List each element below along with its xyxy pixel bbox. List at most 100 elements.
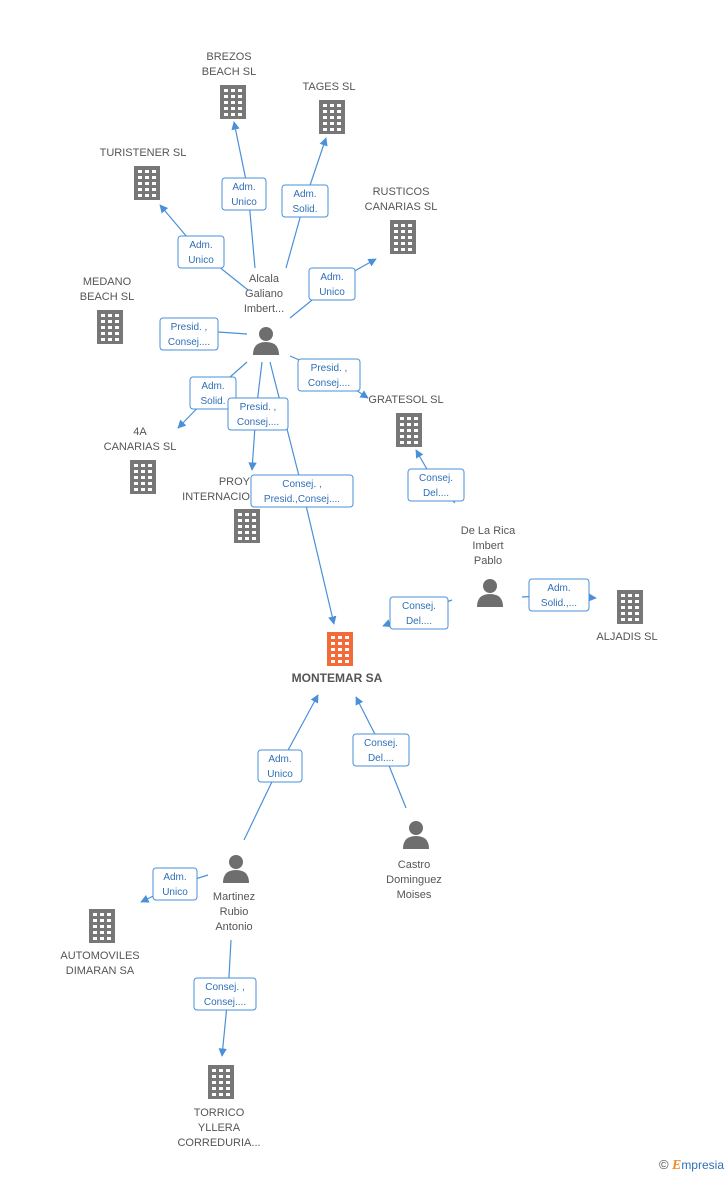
node-brezos[interactable]: BREZOS BEACH SL [202,51,256,119]
roles-layer: Adm.UnicoAdm.Solid.Adm.UnicoAdm.UnicoPre… [152,177,590,1011]
node-label: BEACH SL [202,66,256,78]
role-text: Adm. [293,189,316,200]
role-label-e9[interactable]: Consej. , Presid.,Consej.... [250,474,354,508]
node-label: Dominguez [386,874,442,886]
node-rusticos[interactable]: RUSTICOS CANARIAS SL [365,186,438,254]
role-text: Adm. [320,272,343,283]
node-alcala[interactable]: AlcalaGalianoImbert... [244,273,284,355]
node-label: CANARIAS SL [104,441,177,453]
building-icon [130,460,156,494]
node-label: Antonio [215,921,252,933]
role-label-e3[interactable]: Adm. Unico [177,235,225,269]
role-box [177,235,225,269]
role-text: Unico [319,287,345,298]
role-label-e6[interactable]: Presid. , Consej.... [297,358,361,392]
node-label: RUSTICOS [373,186,430,198]
role-text: Unico [162,887,188,898]
node-label: Moises [397,889,432,901]
role-label-e10[interactable]: Consej. Del.... [407,468,465,502]
role-text: Adm. [189,240,212,251]
building-icon [89,909,115,943]
role-text: Consej. , [282,479,321,490]
role-label-e5[interactable]: Presid. , Consej.... [159,317,219,351]
building-icon [234,509,260,543]
brand-name: mpresia [681,1158,724,1172]
role-text: Consej. [419,473,453,484]
role-label-e8[interactable]: Presid. ,Consej.... [227,397,289,431]
role-text: Del.... [406,616,432,627]
node-label: MEDANO [83,276,132,288]
role-text: Solid. [292,204,317,215]
role-text: Presid. , [311,363,348,374]
role-text: Adm. [268,754,291,765]
role-text: Presid. , [171,322,208,333]
role-label-e15[interactable]: Adm.Unico [152,867,198,901]
node-label: INTERNACIO [182,491,250,503]
node-label: Galiano [245,288,283,300]
role-text: Unico [188,255,214,266]
person-icon [253,327,279,355]
role-label-e1[interactable]: Adm.Unico [221,177,267,211]
node-label: CANARIAS SL [365,201,438,213]
role-label-e13[interactable]: Adm.Unico [257,749,303,783]
role-text: Consej.... [168,337,210,348]
role-box [297,358,361,392]
role-box [528,578,590,612]
node-label: ALJADIS SL [596,631,657,643]
node-label: BREZOS [206,51,251,63]
role-text: Consej. [402,601,436,612]
person-icon [403,821,429,849]
role-label-e16[interactable]: Consej. ,Consej.... [193,977,257,1011]
nodes-layer: BREZOS BEACH SL TAGES SL TURISTENER SL RUSTI… [60,51,657,1149]
role-text: Del.... [423,488,449,499]
building-icon [327,632,353,666]
node-label: Rubio [220,906,249,918]
node-label: Martinez [213,891,255,903]
node-gratesol[interactable]: GRATESOL SL [368,394,444,447]
person-icon [477,579,503,607]
person-icon [223,855,249,883]
role-text: Consej. , [205,982,244,993]
node-montemar[interactable]: MONTEMAR SA [292,632,383,685]
footer-brand[interactable]: © Empresia [659,1157,724,1174]
role-text: Consej.... [308,378,350,389]
node-tages[interactable]: TAGES SL [303,81,356,134]
role-box [221,177,267,211]
role-label-e11[interactable]: Consej. Del.... [389,596,449,630]
role-box [152,867,198,901]
building-icon [617,590,643,624]
node-label: Imbert... [244,303,284,315]
node-label: YLLERA [198,1122,241,1134]
role-label-e2[interactable]: Adm. Solid. [281,184,329,218]
role-text: Del.... [368,753,394,764]
node-torrico[interactable]: TORRICO YLLERA CORREDURIA... [177,1065,261,1149]
role-text: Consej. [364,738,398,749]
role-text: Solid. [200,396,225,407]
node-label: CORREDURIA... [177,1137,260,1149]
role-label-e12[interactable]: Adm.Solid.,... [528,578,590,612]
role-box [257,749,303,783]
node-canarias4a[interactable]: 4A CANARIAS SL [104,426,177,494]
node-label: GRATESOL SL [368,394,443,406]
role-label-e4[interactable]: Adm. Unico [308,267,356,301]
role-label-e14[interactable]: Consej. Del.... [352,733,410,767]
brand-initial: E [671,1158,682,1173]
role-text: Presid.,Consej.... [264,494,340,505]
node-label: TURISTENER SL [100,147,187,159]
node-label: MONTEMAR SA [292,671,383,685]
building-icon [390,220,416,254]
node-turistener[interactable]: TURISTENER SL [100,147,187,200]
role-label-e7[interactable]: Adm.Solid. [189,376,237,410]
node-label: 4A [133,426,147,438]
node-label: TORRICO [194,1107,245,1119]
role-box [352,733,410,767]
node-aljadis[interactable]: ALJADIS SL [596,590,658,643]
role-text: Consej.... [237,417,279,428]
node-label: Castro [398,859,430,871]
